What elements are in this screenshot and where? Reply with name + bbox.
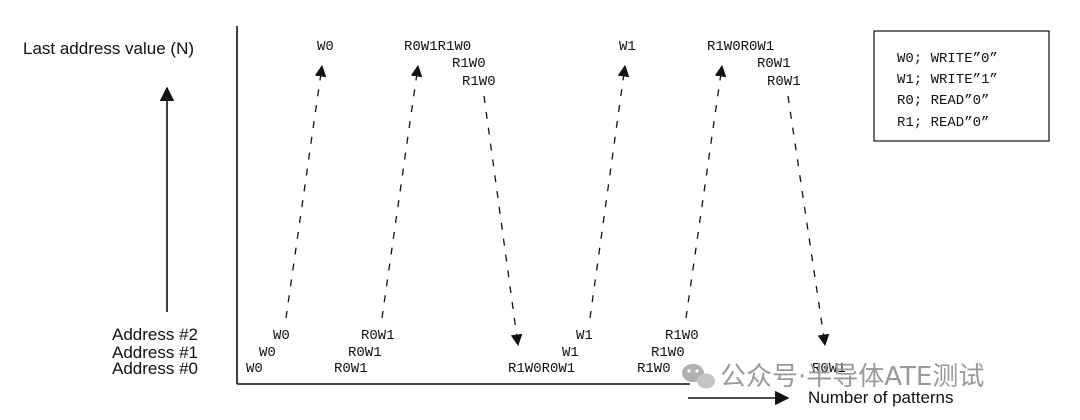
bottom-label: R1W0R0W1 xyxy=(508,361,575,377)
legend-entry: R0; READ”0” xyxy=(897,93,989,109)
legend-entry: R1; READ”0” xyxy=(897,115,989,131)
legend-entry: W0; WRITE”0” xyxy=(897,51,998,67)
bottom-label: W1 xyxy=(576,328,593,344)
address-label-0: Address #0 xyxy=(112,359,198,378)
x-axis-label: Number of patterns xyxy=(808,388,954,407)
bottom-label: W1 xyxy=(562,345,579,361)
address-label-1: Address #1 xyxy=(112,343,198,362)
transition-arrow-up xyxy=(381,64,423,319)
top-label: R0W1 xyxy=(767,74,801,90)
top-label: R1W0R0W1 xyxy=(707,39,774,55)
top-label: W1 xyxy=(619,39,636,55)
transition-arrow-down xyxy=(787,95,830,347)
top-label: R1W0 xyxy=(462,74,496,90)
top-label: W0 xyxy=(317,39,334,55)
wechat-icon xyxy=(682,364,715,389)
transition-arrow-down xyxy=(483,95,523,347)
bottom-label: R0W1 xyxy=(361,328,395,344)
address-label-2: Address #2 xyxy=(112,325,198,344)
top-label: R1W0 xyxy=(452,56,486,72)
y-axis-label: Last address value (N) xyxy=(23,39,194,58)
bottom-label: R0W1 xyxy=(334,361,368,377)
bottom-label: R0W1 xyxy=(812,361,846,377)
bottom-label: W0 xyxy=(259,345,276,361)
wechat-watermark: 公众号·半导体ATE测试 xyxy=(682,362,984,392)
bottom-label: W0 xyxy=(246,361,263,377)
bottom-label: R1W0 xyxy=(651,345,685,361)
top-label: R0W1 xyxy=(757,56,791,72)
bottom-label: R0W1 xyxy=(348,345,382,361)
bottom-label: R1W0 xyxy=(637,361,671,377)
transition-arrow-up xyxy=(285,64,327,319)
watermark-text: 公众号·半导体ATE测试 xyxy=(720,362,984,392)
legend-entry: W1; WRITE”1” xyxy=(897,72,998,88)
transition-arrow-up xyxy=(589,64,630,319)
transition-arrow-up xyxy=(685,64,727,319)
bottom-label: W0 xyxy=(273,328,290,344)
top-label: R0W1R1W0 xyxy=(404,39,471,55)
bottom-label: R1W0 xyxy=(665,328,699,344)
legend-box xyxy=(873,30,1050,142)
